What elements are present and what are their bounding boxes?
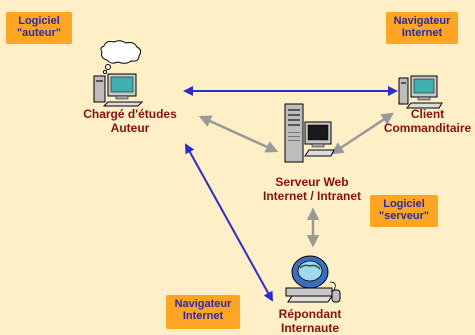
server-software-badge: Logiciel "serveur"	[370, 195, 438, 227]
arrow-author-respondent	[185, 143, 273, 302]
client-computer-icon	[398, 75, 443, 109]
browser-badge-top: Navigateur Internet	[386, 12, 458, 44]
browser-badge-bottom: Navigateur Internet	[166, 295, 240, 329]
author-label: Chargé d'études Auteur	[83, 107, 177, 135]
respondent-label: Répondant Internaute	[278, 307, 342, 335]
author-software-badge: Logiciel "auteur"	[6, 12, 72, 44]
respondent-computer-icon	[285, 255, 341, 303]
server-label: Serveur Web Internet / Intranet	[262, 175, 361, 203]
server-computer-icon	[284, 103, 335, 163]
author-computer-icon	[93, 40, 144, 107]
arrow-client-server	[330, 112, 395, 155]
arrow-author-server	[198, 115, 279, 153]
client-label: Client Commanditaire	[383, 107, 472, 135]
